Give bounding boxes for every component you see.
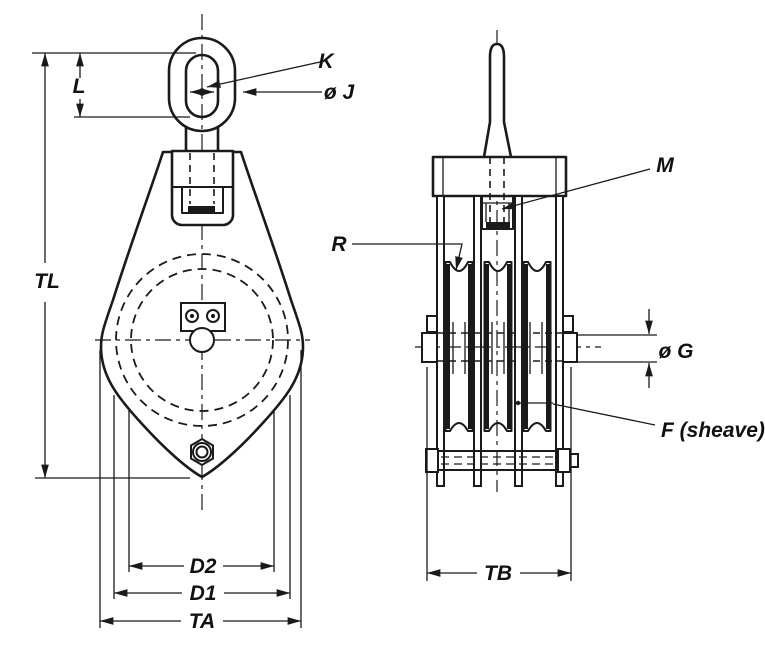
leader-F — [552, 403, 656, 426]
hidden-axle-lines — [437, 332, 563, 362]
front-view — [95, 14, 310, 512]
sheave-tread-circle — [130, 268, 274, 412]
label-R: R — [331, 233, 347, 256]
body-outline — [99, 150, 305, 479]
side-plate-4 — [555, 195, 564, 487]
leader-K — [206, 61, 321, 88]
ext-lines-TB — [426, 367, 572, 581]
hidden-shank-lines — [489, 157, 505, 222]
label-G: ø G — [659, 340, 694, 363]
front-view-dimensions: TL L D2 D1 TA K ø J — [32, 50, 355, 633]
axle-keeper-left — [426, 315, 438, 333]
hub-bolt-right-dot — [210, 313, 216, 319]
label-D2: D2 — [190, 555, 217, 578]
tie-bolt-nub — [569, 453, 579, 468]
swivel-nut-retainer — [486, 222, 510, 229]
tie-bolt-bar — [428, 450, 562, 471]
swivel-shank — [482, 42, 513, 158]
ext-lines-G — [578, 334, 657, 363]
eye-outer — [167, 36, 237, 133]
ext-lines-D1 — [113, 395, 291, 599]
axle-bolt-head-right — [562, 332, 578, 363]
ext-lines-TA — [99, 350, 302, 628]
side-plate-3 — [514, 195, 523, 487]
hex-nut-ring — [192, 442, 212, 462]
side-view-dimensions: M R ø G F (sheave) TB — [331, 154, 764, 585]
tie-bolt-head-left — [425, 448, 439, 473]
side-plate-1 — [436, 195, 445, 487]
label-J: ø J — [324, 81, 356, 104]
label-TB: TB — [484, 562, 512, 585]
axle-keeper-right — [562, 315, 574, 333]
label-F: F (sheave) — [661, 419, 765, 442]
ext-lines-D2 — [128, 410, 275, 572]
side-view — [415, 30, 601, 492]
label-TA: TA — [189, 610, 215, 633]
head-cap-end-walls — [442, 157, 557, 196]
tick-F-dot-right — [546, 400, 552, 406]
label-TL: TL — [34, 270, 60, 293]
hub-bolt-left-dot — [189, 313, 195, 319]
hub-plate — [180, 302, 226, 332]
leader-M — [501, 168, 651, 210]
head-cap — [431, 155, 568, 198]
label-M: M — [656, 154, 674, 177]
hex-nut-bore — [195, 445, 209, 459]
axle-bolt-head-left — [421, 332, 438, 363]
hub-bolt-right — [206, 309, 220, 323]
tick-F-dot-left — [515, 400, 521, 406]
tie-bolt-hidden — [428, 456, 562, 465]
label-K: K — [318, 50, 335, 73]
leader-R — [352, 243, 463, 271]
swivel-retainer — [188, 206, 215, 213]
hidden-stem-lines — [189, 153, 215, 204]
eye-neck — [184, 125, 220, 155]
side-plate-2 — [473, 195, 482, 487]
label-L: L — [73, 75, 86, 98]
label-D1: D1 — [190, 582, 217, 605]
hub-bolt-left — [185, 309, 199, 323]
axle-end — [189, 327, 215, 353]
tie-bolt-head-right — [557, 448, 571, 473]
